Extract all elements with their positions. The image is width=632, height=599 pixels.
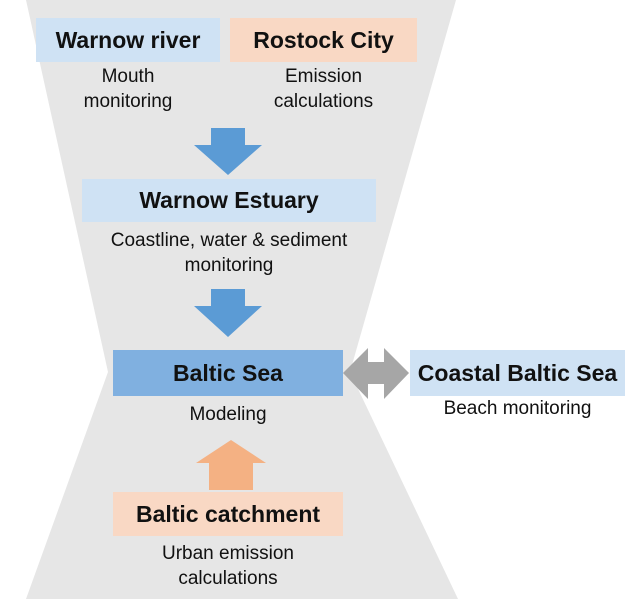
double-arrow-gray — [343, 348, 409, 399]
baltic-catchment-sub-line-1: Urban emission — [162, 543, 294, 564]
rostock-city-sub-line-2: calculations — [273, 91, 374, 112]
baltic-catchment-box: Baltic catchment — [113, 492, 343, 536]
warnow-estuary-sub-line-2: monitoring — [184, 255, 274, 276]
warnow-estuary-sub: Coastline, water & sediment monitoring — [60, 228, 398, 278]
baltic-sea-label: Baltic Sea — [173, 359, 283, 386]
warnow-estuary-label: Warnow Estuary — [139, 187, 319, 213]
arrow-down-2 — [194, 289, 262, 337]
arrow-down-1 — [194, 128, 262, 175]
warnow-river-box: Warnow river — [36, 18, 220, 62]
rostock-city-label: Rostock City — [253, 26, 394, 53]
warnow-river-sub-line-1: Mouth — [101, 66, 155, 87]
coastal-baltic-sea-sub-line-1: Beach monitoring — [443, 398, 592, 419]
baltic-sea-sub: Modeling — [113, 402, 343, 427]
arrow-up-orange — [196, 440, 266, 490]
coastal-baltic-sea-sub: Beach monitoring — [410, 396, 625, 421]
warnow-river-label: Warnow river — [55, 26, 201, 53]
baltic-catchment-label: Baltic catchment — [135, 500, 321, 527]
baltic-catchment-sub-line-2: calculations — [178, 568, 278, 589]
rostock-city-sub-line-1: Emission — [284, 66, 363, 87]
coastal-baltic-sea-label: Coastal Baltic Sea — [417, 359, 618, 386]
baltic-sea-box: Baltic Sea — [113, 350, 343, 396]
rostock-city-box: Rostock City — [230, 18, 417, 62]
baltic-sea-sub-line-1: Modeling — [189, 404, 267, 425]
warnow-river-sub: Mouth monitoring — [36, 64, 220, 114]
coastal-baltic-sea-box: Coastal Baltic Sea — [410, 350, 625, 396]
warnow-estuary-box: Warnow Estuary — [82, 179, 376, 222]
rostock-city-sub: Emission calculations — [230, 64, 417, 114]
baltic-catchment-sub: Urban emission calculations — [113, 541, 343, 591]
warnow-river-sub-line-2: monitoring — [83, 91, 173, 112]
warnow-estuary-sub-line-1: Coastline, water & sediment — [110, 230, 348, 251]
